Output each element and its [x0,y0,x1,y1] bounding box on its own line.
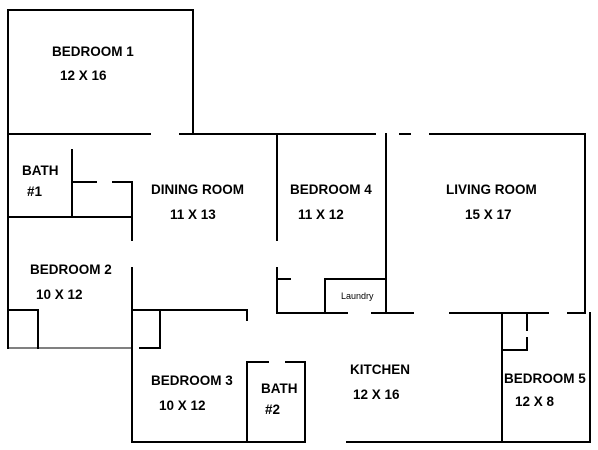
room-name-bedroom-3: BEDROOM 3 [151,373,233,388]
room-dims-bedroom-1: 12 X 16 [60,68,107,83]
room-name-bedroom-4: BEDROOM 4 [290,182,372,197]
room-name-laundry: Laundry [341,291,374,301]
room-dims-bedroom-3: 10 X 12 [159,398,206,413]
room-labels: BEDROOM 1 12 X 16 BATH #1 DINING ROOM 11… [22,44,586,417]
room-name-dining-room: DINING ROOM [151,182,244,197]
room-dims-living-room: 15 X 17 [465,207,512,222]
walls [7,9,591,443]
room-dims-dining-room: 11 X 13 [170,207,216,222]
room-name-bath-2: BATH [261,381,298,396]
room-dims-kitchen: 12 X 16 [353,387,400,402]
room-name-living-room: LIVING ROOM [446,182,537,197]
room-dims-bedroom-4: 11 X 12 [298,207,344,222]
room-dims-bedroom-2: 10 X 12 [36,287,83,302]
room-dims-bath-2: #2 [265,402,280,417]
room-name-kitchen: KITCHEN [350,362,410,377]
room-name-bath-1: BATH [22,163,59,178]
room-name-bedroom-5: BEDROOM 5 [504,371,586,386]
room-dims-bedroom-5: 12 X 8 [515,394,555,409]
room-name-bedroom-1: BEDROOM 1 [52,44,134,59]
room-name-bedroom-2: BEDROOM 2 [30,262,112,277]
room-dims-bath-1: #1 [27,184,43,199]
